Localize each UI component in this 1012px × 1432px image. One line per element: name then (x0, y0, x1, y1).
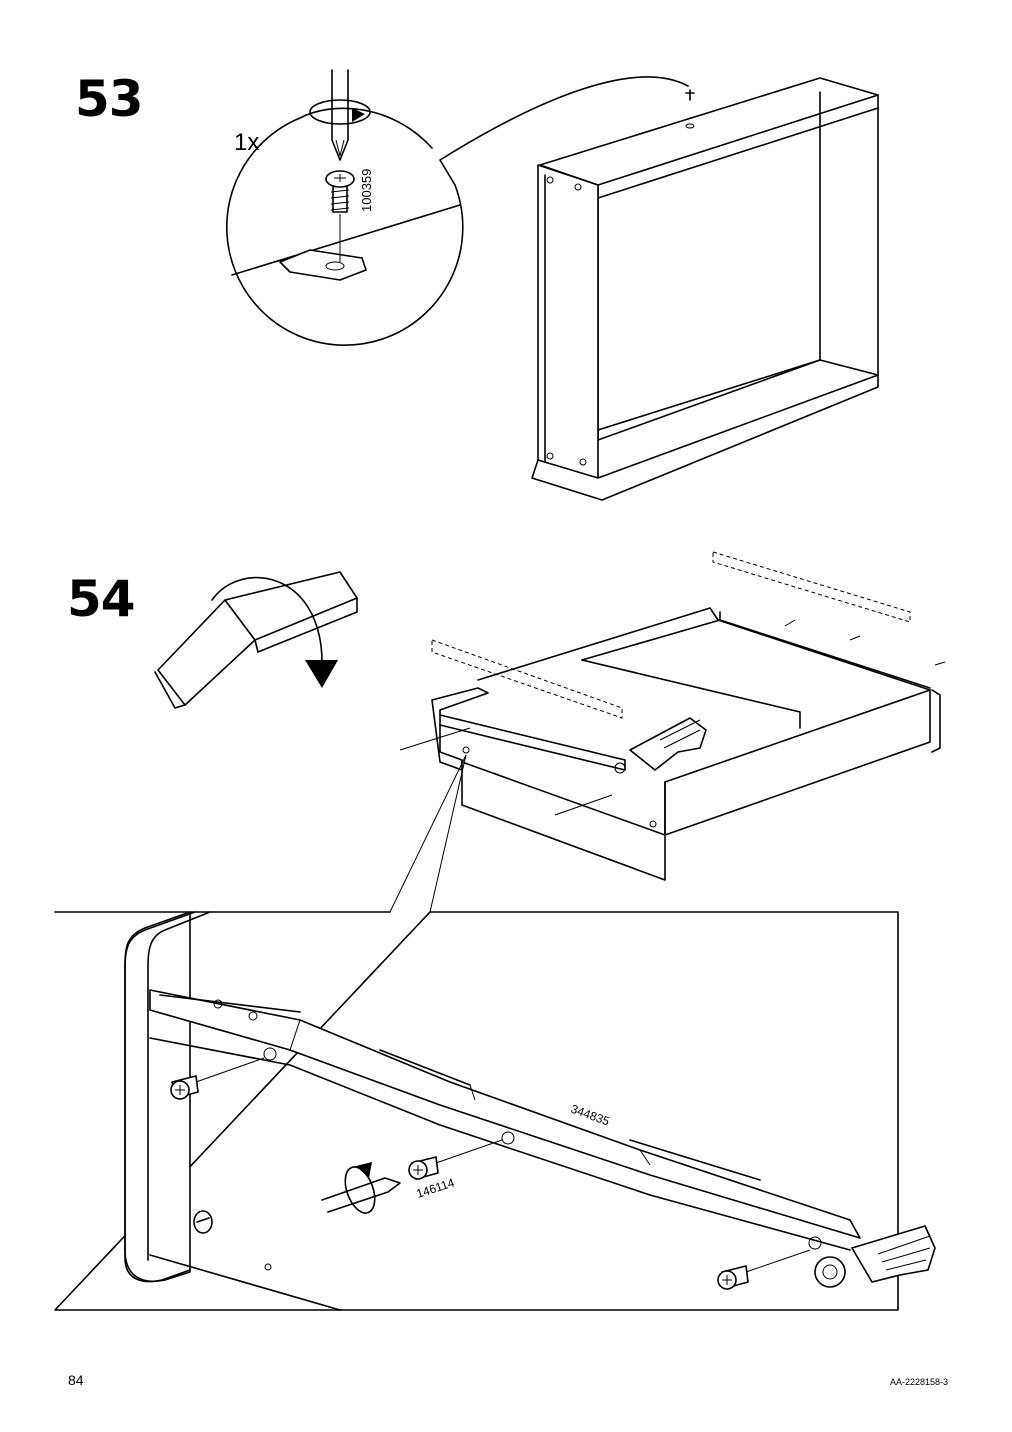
quantity-label: 1x (234, 129, 259, 156)
part-id-label: 100359 (359, 169, 374, 212)
cabinet-frame (531, 77, 879, 501)
pointing-hand-icon (629, 717, 707, 771)
step-54-number: 54 (67, 570, 136, 628)
step-53-detail-callout: 1x 100359 (226, 69, 689, 346)
zoom-detail-box: 344835 146114 (54, 911, 936, 1311)
screw-icon (717, 1249, 811, 1290)
screw-icon (408, 1139, 503, 1180)
screw-icon (325, 170, 355, 262)
screw-icon (170, 1057, 265, 1100)
document-id: AA-2228158-3 (889, 1377, 948, 1387)
drawer-box (399, 551, 946, 881)
pointing-hand-icon (851, 1225, 936, 1283)
screwdriver-icon (331, 69, 349, 161)
flip-arrow-icon (211, 576, 338, 688)
page-number: 84 (68, 1372, 84, 1388)
step-53-number: 53 (75, 70, 144, 128)
screwdriver-icon (321, 1162, 401, 1214)
rail-part-id-label: 344835 (569, 1102, 612, 1129)
flip-icon (154, 571, 358, 709)
rotate-arrow-icon (309, 99, 371, 125)
